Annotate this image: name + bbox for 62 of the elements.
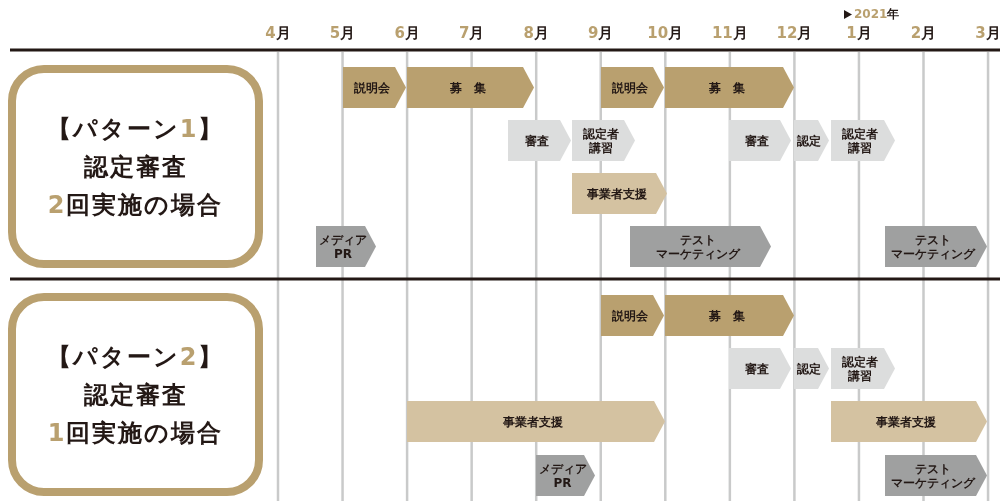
bar-label: 説明会 bbox=[611, 80, 649, 95]
bar-label: 説明会 bbox=[353, 80, 391, 95]
chevron-bar bbox=[831, 348, 895, 389]
bar-label: 事業者支援 bbox=[503, 414, 564, 429]
month-label: 1月 bbox=[846, 24, 872, 43]
chevron-bar bbox=[572, 120, 635, 161]
bar-label: テスト マーケティング bbox=[891, 461, 977, 490]
month-label: 12月 bbox=[776, 24, 813, 43]
chevron-bar bbox=[572, 173, 667, 214]
month-label: 11月 bbox=[711, 24, 748, 43]
chevron-bar bbox=[885, 455, 987, 496]
month-label: 8月 bbox=[523, 24, 549, 43]
pattern-heading: 【パターン2】 bbox=[46, 341, 225, 373]
month-label: 10月 bbox=[647, 24, 684, 43]
chevron-bar bbox=[729, 120, 791, 161]
month-label: 5月 bbox=[329, 24, 356, 43]
bar-label: 認定 bbox=[796, 361, 822, 376]
month-label: 7月 bbox=[458, 24, 485, 43]
bar-label: 審査 bbox=[745, 361, 770, 376]
bar-label: 説明会 bbox=[611, 308, 649, 323]
bar-label: テスト マーケティング bbox=[655, 232, 742, 261]
chevron-bar bbox=[831, 120, 895, 161]
bar-label: メディア PR bbox=[538, 461, 588, 490]
chevron-bar bbox=[831, 401, 987, 442]
month-label: 6月 bbox=[394, 24, 420, 43]
bar-label: 事業者支援 bbox=[876, 414, 937, 429]
pattern-title: 認定審査 bbox=[83, 151, 188, 183]
bar-label: 審査 bbox=[745, 133, 770, 148]
bar-label: テスト マーケティング bbox=[891, 232, 977, 261]
bar-label: 募 集 bbox=[449, 80, 487, 95]
bar-label: 認定者 講習 bbox=[842, 354, 879, 383]
month-label: 3月 bbox=[975, 24, 1001, 43]
chevron-bar bbox=[601, 295, 664, 336]
chevron-bar bbox=[536, 455, 595, 496]
pattern-card bbox=[8, 65, 263, 268]
chevron-bar bbox=[794, 120, 829, 161]
chevron-bar bbox=[316, 226, 376, 267]
pattern-card bbox=[8, 293, 263, 496]
month-label: 9月 bbox=[588, 24, 614, 43]
chevron-bar bbox=[601, 67, 664, 108]
bar-label: 事業者支援 bbox=[586, 186, 648, 201]
pattern-title: 認定審査 bbox=[83, 379, 188, 411]
month-label: 4月 bbox=[265, 24, 291, 43]
bar-label: 認定 bbox=[796, 133, 822, 148]
bar-label: 認定者 講習 bbox=[582, 126, 620, 155]
pattern-heading: 【パターン1】 bbox=[46, 113, 225, 145]
chevron-bar bbox=[794, 348, 829, 389]
chevron-bar bbox=[729, 348, 791, 389]
bar-label: 募 集 bbox=[708, 80, 746, 95]
pattern-title: 2回実施の場合 bbox=[47, 189, 224, 221]
chevron-bar bbox=[630, 226, 771, 267]
bar-label: 認定者 講習 bbox=[842, 126, 879, 155]
month-label: 2月 bbox=[910, 24, 937, 43]
bar-label: 募 集 bbox=[708, 308, 746, 323]
chevron-bar bbox=[508, 120, 571, 161]
year-label: 2021年 bbox=[853, 6, 900, 23]
bar-label: メディア PR bbox=[319, 232, 368, 261]
bar-label: 審査 bbox=[524, 133, 550, 148]
chevron-bar bbox=[407, 401, 665, 442]
chevron-bar bbox=[343, 67, 406, 108]
pattern-title: 1回実施の場合 bbox=[47, 417, 224, 449]
chevron-bar bbox=[885, 226, 987, 267]
